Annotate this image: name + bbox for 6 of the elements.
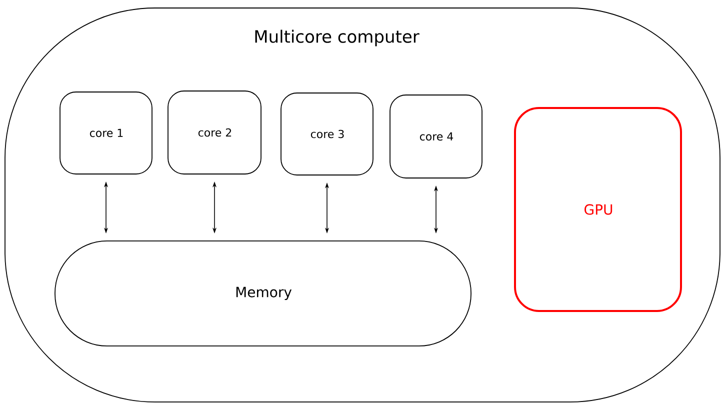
core-box: core 4 xyxy=(390,94,482,178)
memory-box: Memory xyxy=(54,240,472,346)
core-box: core 3 xyxy=(280,92,374,176)
gpu-box: GPU xyxy=(514,107,682,312)
core-box: core 2 xyxy=(168,90,262,174)
core-box: core 1 xyxy=(60,92,152,174)
